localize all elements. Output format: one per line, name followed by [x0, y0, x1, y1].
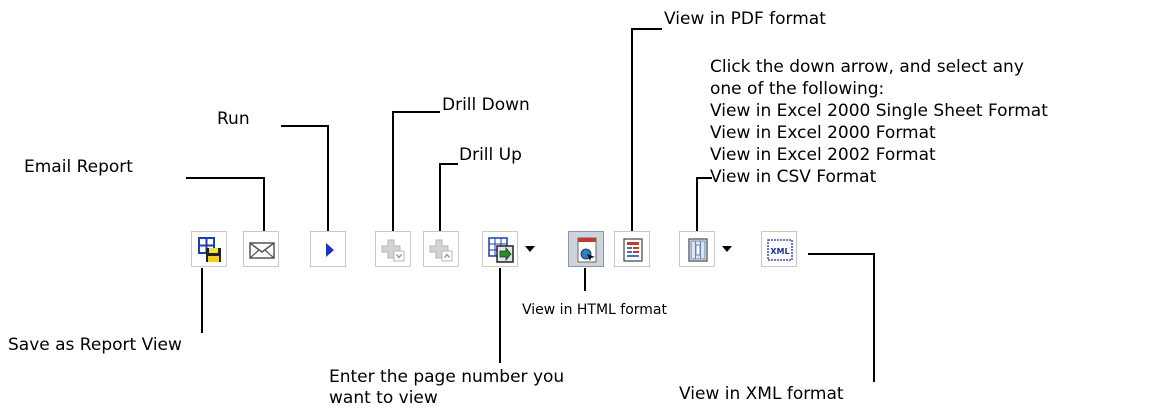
- label-email-report: Email Report: [24, 157, 133, 177]
- excel-text-line: View in CSV Format: [710, 167, 877, 187]
- view-xml-button[interactable]: XML: [761, 231, 797, 267]
- run-button[interactable]: [310, 231, 346, 267]
- label-page-number-line2: want to view: [329, 388, 438, 408]
- excel-options-text: Click the down arrow, and select any one…: [710, 56, 1048, 188]
- drill-down-icon: [381, 239, 405, 262]
- leader-pdf: [631, 28, 662, 231]
- leader-xml: [808, 253, 875, 382]
- excel-format-icon: [688, 238, 708, 262]
- save-as-report-view-button[interactable]: [191, 231, 227, 267]
- excel-format-dropdown[interactable]: [717, 231, 737, 267]
- leader-drill-up: [439, 163, 458, 231]
- leader-excel: [696, 177, 712, 231]
- label-page-number-line1: Enter the page number you: [329, 367, 565, 387]
- excel-text-line: View in Excel 2000 Single Sheet Format: [710, 101, 1048, 121]
- pdf-format-icon: [623, 238, 643, 262]
- leader-drill-down: [392, 111, 440, 231]
- label-drill-up: Drill Up: [459, 145, 522, 165]
- label-drill-down: Drill Down: [442, 95, 530, 115]
- page-number-button[interactable]: [482, 231, 518, 267]
- run-triangle-icon: [326, 243, 334, 257]
- email-report-button[interactable]: [243, 231, 279, 267]
- save-report-view-icon: [198, 237, 221, 262]
- drill-up-button[interactable]: [423, 231, 459, 267]
- label-view-pdf: View in PDF format: [664, 9, 826, 29]
- email-envelope-icon: [249, 242, 275, 259]
- drill-up-icon: [429, 239, 453, 262]
- view-pdf-button[interactable]: [614, 231, 650, 267]
- view-excel-button[interactable]: [679, 231, 715, 267]
- leader-run: [281, 125, 329, 231]
- svg-text:XML: XML: [770, 247, 789, 256]
- excel-text-line: Click the down arrow, and select any: [710, 57, 1024, 77]
- page-number-dropdown[interactable]: [520, 231, 540, 267]
- chevron-down-icon: [525, 246, 535, 252]
- chevron-down-icon: [722, 246, 732, 252]
- page-number-icon: [488, 237, 514, 263]
- label-run: Run: [217, 109, 250, 129]
- view-html-button[interactable]: [568, 231, 604, 267]
- drill-down-button[interactable]: [375, 231, 411, 267]
- excel-text-line: View in Excel 2002 Format: [710, 145, 936, 165]
- xml-format-icon: XML: [767, 239, 793, 261]
- html-format-icon: [577, 237, 597, 263]
- leader-email: [186, 177, 265, 231]
- label-view-html: View in HTML format: [522, 302, 668, 318]
- label-save-report-view: Save as Report View: [8, 335, 182, 355]
- label-view-xml: View in XML format: [679, 384, 844, 404]
- excel-text-line: View in Excel 2000 Format: [710, 123, 936, 143]
- excel-text-line: one of the following:: [710, 79, 885, 99]
